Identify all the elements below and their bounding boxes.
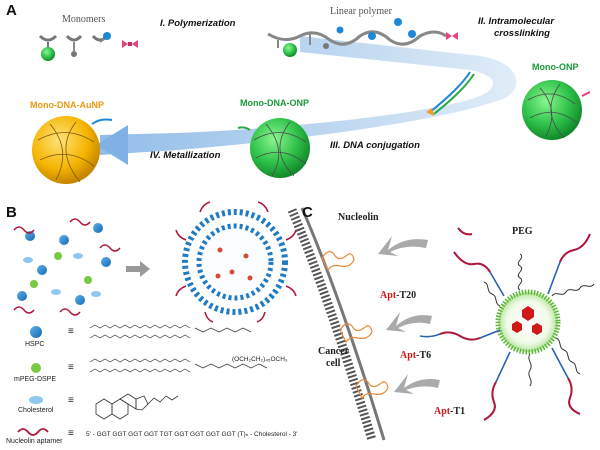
panel-b-letter: B	[6, 204, 17, 221]
mono-onp-particle	[522, 80, 591, 140]
mono-dna-onp-label: Mono-DNA-ONP	[240, 98, 309, 108]
arrow-t6	[386, 312, 432, 332]
peg-formula: (OCH₂CH₂)₄₅OCH₃	[232, 356, 288, 363]
mono-dna-onp-particle	[237, 118, 310, 178]
nucleolin-label: Nucleolin	[338, 212, 379, 223]
mpeg-dspe-structure	[89, 358, 268, 373]
arrow-t1	[394, 374, 440, 394]
nucleolin-protein-top	[321, 251, 355, 272]
step-metallization: IV. Metallization	[150, 150, 221, 161]
monomer-green	[38, 34, 58, 61]
monomer-gray	[65, 34, 83, 57]
cancer-cell-line2: cell	[326, 358, 341, 369]
band-arrowhead	[96, 125, 128, 165]
equiv-aptamer: ≡	[68, 428, 74, 439]
process-band	[100, 36, 517, 155]
mono-dna-aunp-particle	[32, 116, 113, 184]
hspc-structure	[89, 324, 252, 339]
legend-nucleolin-aptamer: Nucleolin aptamer	[6, 438, 63, 445]
equiv-mpeg: ≡	[68, 362, 74, 373]
monomer-blue	[91, 32, 111, 43]
mpeg-dspe-icon	[31, 363, 41, 373]
monomers-label: Monomers	[62, 14, 106, 25]
step-crosslinking-line2: crosslinking	[494, 28, 550, 39]
equiv-cholesterol: ≡	[68, 395, 74, 406]
liposome	[175, 201, 297, 323]
apt-t1-label: Apt-T1	[434, 406, 466, 417]
peg-nanoparticle	[419, 227, 595, 421]
equiv-hspc: ≡	[68, 326, 74, 337]
arrow-t20	[378, 236, 428, 256]
step-crosslinking-line1: II. Intramolecular	[478, 16, 555, 27]
hspc-icon	[30, 326, 42, 338]
legend-cholesterol: Cholesterol	[18, 407, 54, 414]
linear-polymer	[267, 18, 458, 57]
dna-strand	[426, 71, 475, 116]
cancer-cell-line1: Cancer	[318, 346, 350, 357]
nucleolin-protein-bottom	[355, 379, 389, 400]
step-dna-conjugation: III. DNA conjugation	[330, 140, 420, 151]
legend-hspc: HSPC	[25, 341, 45, 348]
panel-a-letter: A	[6, 2, 17, 19]
cell-membrane	[287, 207, 386, 442]
legend-mpeg-dspe: mPEG-DSPE	[14, 376, 57, 383]
mono-onp-label: Mono-ONP	[532, 62, 579, 72]
apt-t20-label: Apt-T20	[380, 290, 417, 301]
aptamer-sequence: 5' - GGT GGT GGT GGT TGT GGT GGT GGT GGT…	[86, 431, 298, 438]
step-polymerization: I. Polymerization	[160, 18, 236, 29]
mono-dna-aunp-label: Mono-DNA-AuNP	[30, 100, 104, 110]
panel-c-letter: C	[302, 204, 313, 221]
linear-polymer-label: Linear polymer	[330, 6, 392, 17]
cholesterol-structure	[95, 393, 179, 420]
cholesterol-icon	[29, 396, 43, 404]
nucleolin-protein-mid	[339, 323, 373, 344]
apt-t6-label: Apt-T6	[400, 350, 432, 361]
panel-b-arrow	[126, 261, 150, 277]
monomer-pink	[122, 40, 138, 48]
aptamer-icon	[17, 428, 49, 436]
peg-label: PEG	[512, 226, 533, 237]
scattered-components	[13, 218, 121, 316]
